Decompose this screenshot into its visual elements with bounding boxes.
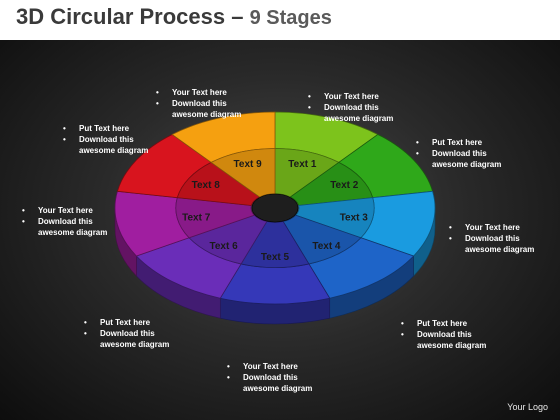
note-line: Download this: [79, 135, 134, 144]
bullet: •: [308, 103, 311, 112]
note-line: Your Text here: [465, 223, 520, 232]
note-line: Put Text here: [79, 124, 130, 133]
segment-label-6: Text 6: [209, 241, 238, 252]
note-line: Put Text here: [417, 319, 468, 328]
note-bottom-left: • Put Text here • Download this awesome di…: [84, 317, 169, 350]
note-line: awesome diagram: [79, 146, 149, 155]
diagram-stage: Text 1 Text 2 Text 3 Text 4 Text 5 Text 6 Text…: [0, 40, 560, 420]
bullet: •: [63, 124, 66, 133]
note-line: Download this: [417, 330, 472, 339]
note-top-right: • Your Text here • Download this awesome d…: [308, 91, 393, 124]
bullet: •: [308, 92, 311, 101]
bullet: •: [156, 99, 159, 108]
note-line: awesome diagram: [172, 110, 242, 119]
page-title: 3D Circular Process – 9 Stages: [16, 4, 332, 30]
note-line: Download this: [172, 99, 227, 108]
note-right-lower: • Put Text here • Download this awesome di…: [401, 318, 486, 351]
segment-inner-9: [210, 148, 276, 198]
segment-tops: [114, 111, 436, 305]
bullet: •: [22, 206, 25, 215]
note-line: Put Text here: [432, 138, 483, 147]
note-line: awesome diagram: [100, 340, 170, 349]
note-line: awesome diagram: [38, 228, 108, 237]
segment-label-2: Text 2: [330, 180, 359, 191]
note-line: awesome diagram: [465, 245, 535, 254]
note-line: Put Text here: [100, 318, 151, 327]
segment-labels: Text 1 Text 2 Text 3 Text 4 Text 5 Text 6 Text…: [182, 159, 368, 263]
note-upper-left: • Put Text here • Download this awesome di…: [63, 123, 148, 156]
bullet: •: [401, 330, 404, 339]
bullet: •: [416, 149, 419, 158]
segment-bodies: [114, 207, 436, 325]
segment-label-5: Text 5: [261, 252, 290, 263]
bullet: •: [84, 329, 87, 338]
bullet: •: [449, 223, 452, 232]
note-line: Download this: [324, 103, 379, 112]
header: 3D Circular Process – 9 Stages: [0, 0, 560, 40]
segment-label-9: Text 9: [234, 159, 263, 170]
bullet: •: [227, 373, 230, 382]
note-line: Your Text here: [38, 206, 93, 215]
segment-label-8: Text 8: [192, 180, 221, 191]
note-line: Download this: [432, 149, 487, 158]
bullet: •: [84, 318, 87, 327]
note-line: Download this: [38, 217, 93, 226]
bullet: •: [22, 217, 25, 226]
segment-label-3: Text 3: [340, 212, 369, 223]
note-line: Your Text here: [243, 362, 298, 371]
title-dash: –: [225, 4, 250, 29]
note-line: Download this: [465, 234, 520, 243]
segment-label-7: Text 7: [182, 212, 211, 223]
note-top-left: • Your Text here • Download this awesome d…: [156, 87, 241, 120]
note-right-middle: • Your Text here • Download this awesome d…: [449, 222, 534, 255]
circular-process-diagram: Text 1 Text 2 Text 3 Text 4 Text 5 Text 6 Text…: [114, 111, 436, 325]
center-hole: [251, 193, 299, 223]
bullet: •: [416, 138, 419, 147]
note-line: Your Text here: [324, 92, 379, 101]
note-line: awesome diagram: [243, 384, 313, 393]
note-line: awesome diagram: [417, 341, 487, 350]
bullet: •: [156, 88, 159, 97]
bullet: •: [401, 319, 404, 328]
note-line: awesome diagram: [432, 160, 502, 169]
note-bottom: • Your Text here • Download this awesome d…: [227, 361, 312, 394]
note-right-upper: • Put Text here • Download this awesome di…: [416, 137, 501, 170]
note-line: Download this: [243, 373, 298, 382]
segment-label-4: Text 4: [312, 241, 341, 252]
bullet: •: [63, 135, 66, 144]
note-line: Your Text here: [172, 88, 227, 97]
logo-text: Your Logo: [507, 402, 548, 412]
note-left: • Your Text here • Download this awesome d…: [22, 205, 107, 238]
segment-label-1: Text 1: [288, 159, 317, 170]
bullet: •: [449, 234, 452, 243]
title-stages: 9 Stages: [249, 7, 332, 29]
note-line: Download this: [100, 329, 155, 338]
bullet: •: [227, 362, 230, 371]
note-line: awesome diagram: [324, 114, 394, 123]
title-main: 3D Circular Process: [16, 4, 226, 29]
